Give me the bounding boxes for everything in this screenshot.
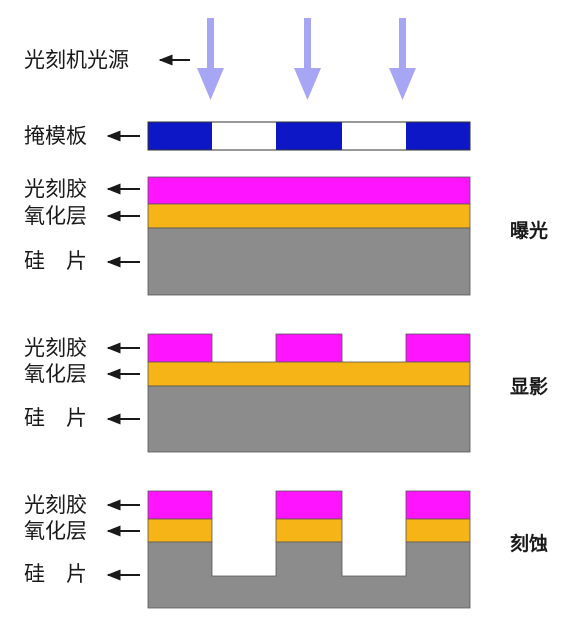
photoresist-label: 光刻胶 <box>24 336 87 360</box>
photoresist-block <box>405 490 471 520</box>
stage-label-development: 显影 <box>510 376 548 398</box>
photoresist-label: 光刻胶 <box>24 177 87 201</box>
exposure-stage <box>147 176 471 296</box>
wafer-label: 硅 片 <box>24 406 87 430</box>
silicon-wafer-etched <box>147 541 471 609</box>
photoresist-block <box>405 333 471 363</box>
light-source-arrows <box>197 18 416 100</box>
photoresist-block <box>147 333 213 363</box>
development-stage <box>147 333 471 453</box>
light-arrow <box>294 18 321 100</box>
photoresist-block <box>275 490 343 520</box>
stage-label-exposure: 曝光 <box>510 219 548 242</box>
wafer-label: 硅 片 <box>24 562 87 586</box>
silicon-wafer <box>147 385 471 453</box>
wafer-label: 硅 片 <box>24 249 87 273</box>
mask-label: 掩模板 <box>24 124 87 148</box>
stage-label-etching: 刻蚀 <box>510 532 548 555</box>
mask-plate <box>147 121 471 151</box>
oxide-block <box>147 518 213 543</box>
silicon-wafer <box>147 227 471 296</box>
oxide-block <box>275 518 343 543</box>
light-source-label: 光刻机光源 <box>24 48 129 72</box>
oxide-layer <box>147 361 471 387</box>
oxide-label: 氧化层 <box>24 519 87 543</box>
photoresist-block <box>275 333 343 363</box>
oxide-label: 氧化层 <box>24 204 87 228</box>
etching-stage <box>147 490 471 609</box>
oxide-label: 氧化层 <box>24 362 87 386</box>
light-arrow <box>197 18 224 100</box>
photoresist-label: 光刻胶 <box>24 493 87 517</box>
photoresist-layer <box>147 176 471 205</box>
oxide-block <box>405 518 471 543</box>
light-arrow <box>389 18 416 100</box>
photoresist-block <box>147 490 213 520</box>
oxide-layer <box>147 203 471 229</box>
